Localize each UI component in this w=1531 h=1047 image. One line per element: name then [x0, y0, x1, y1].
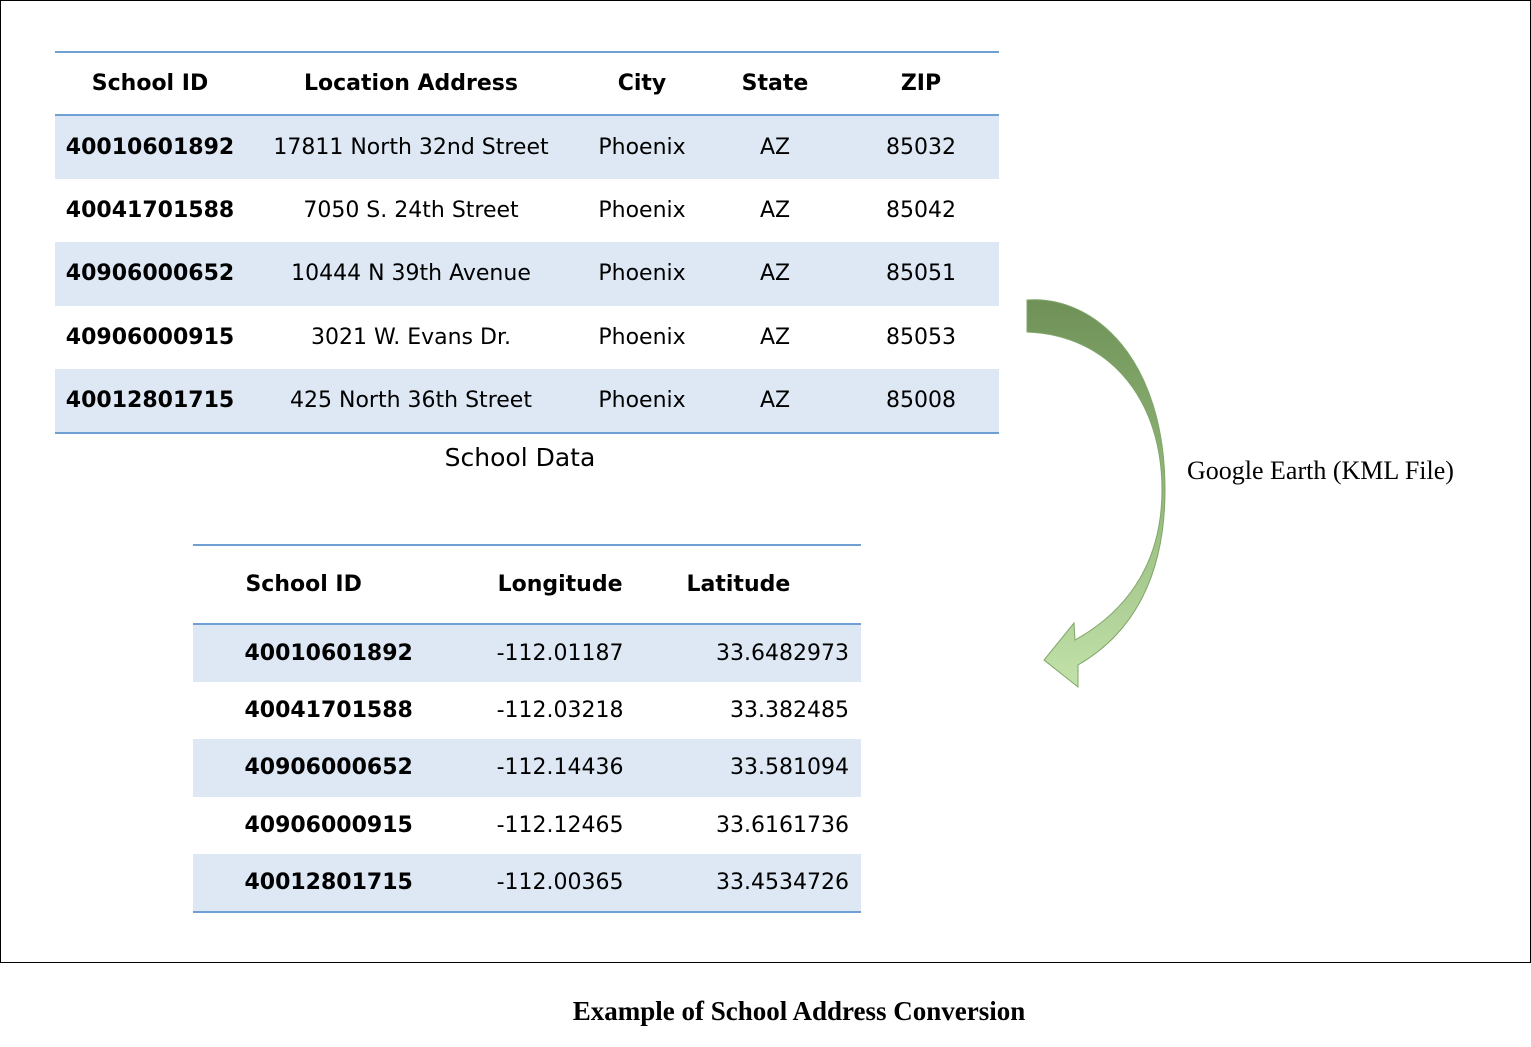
school-data-caption: School Data — [444, 443, 596, 472]
cell-school-id: 40906000915 — [244, 812, 413, 838]
table-row: 40906000652 10444 N 39th Avenue Phoenix … — [55, 242, 999, 306]
table-row: 40906000915 -112.12465 33.6161736 — [193, 796, 861, 854]
cell-city: Phoenix — [598, 197, 686, 223]
header-city: City — [617, 71, 667, 96]
cell-zip: 85008 — [886, 387, 956, 413]
cell-longitude: -112.01187 — [496, 640, 624, 666]
cell-school-id: 40906000652 — [244, 755, 413, 781]
cell-state: AZ — [759, 134, 791, 160]
table-row: 40041701588 -112.03218 33.382485 — [193, 681, 861, 739]
cell-zip: 85053 — [886, 324, 956, 350]
header-zip: ZIP — [900, 71, 942, 96]
cell-latitude: 33.581094 — [730, 755, 849, 781]
cell-longitude: -112.03218 — [496, 697, 624, 723]
cell-address: 3021 W. Evans Dr. — [311, 324, 511, 350]
cell-address: 10444 N 39th Avenue — [291, 261, 531, 287]
google-earth-label: Google Earth (KML File) — [1187, 456, 1454, 485]
cell-school-id: 40906000652 — [65, 261, 235, 287]
table-row: 40041701588 7050 S. 24th Street Phoenix … — [55, 178, 999, 242]
cell-school-id: 40012801715 — [244, 869, 413, 895]
cell-city: Phoenix — [598, 261, 686, 287]
cell-zip: 85032 — [886, 134, 956, 160]
table-header-row: School ID Longitude Latitude — [193, 545, 861, 624]
header-location-address: Location Address — [304, 71, 518, 96]
table-row: 40012801715 425 North 36th Street Phoeni… — [55, 369, 999, 433]
cell-latitude: 33.6161736 — [716, 812, 849, 838]
header-school-id: School ID — [91, 71, 209, 96]
table-header-row: School ID Location Address City State ZI… — [55, 52, 999, 115]
cell-city: Phoenix — [598, 324, 686, 350]
cell-state: AZ — [759, 324, 791, 350]
cell-address: 17811 North 32nd Street — [273, 134, 549, 160]
table-row: 40010601892 -112.01187 33.6482973 — [193, 624, 861, 682]
cell-city: Phoenix — [598, 387, 686, 413]
cell-address: 7050 S. 24th Street — [303, 197, 519, 223]
school-data-table: School ID Location Address City State ZI… — [55, 51, 999, 434]
coordinates-table: School ID Longitude Latitude 40010601892… — [193, 544, 861, 913]
cell-longitude: -112.00365 — [496, 869, 624, 895]
cell-address: 425 North 36th Street — [290, 387, 532, 413]
cell-school-id: 40010601892 — [244, 640, 413, 666]
cell-city: Phoenix — [598, 134, 686, 160]
figure-caption: Example of School Address Conversion — [572, 996, 1026, 1026]
cell-school-id: 40906000915 — [65, 324, 235, 350]
header-latitude: Latitude — [686, 572, 791, 597]
cell-school-id: 40010601892 — [65, 134, 235, 160]
cell-latitude: 33.4534726 — [716, 869, 849, 895]
cell-state: AZ — [759, 197, 791, 223]
header-longitude: Longitude — [497, 572, 623, 597]
cell-school-id: 40041701588 — [244, 697, 413, 723]
cell-longitude: -112.12465 — [496, 812, 624, 838]
table-row: 40012801715 -112.00365 33.4534726 — [193, 854, 861, 912]
header-school-id: School ID — [245, 572, 362, 597]
table-row: 40010601892 17811 North 32nd Street Phoe… — [55, 115, 999, 179]
cell-school-id: 40041701588 — [65, 197, 235, 223]
cell-latitude: 33.382485 — [730, 697, 849, 723]
cell-state: AZ — [759, 387, 791, 413]
arrow-shape — [1026, 299, 1166, 689]
table-row: 40906000652 -112.14436 33.581094 — [193, 739, 861, 797]
cell-longitude: -112.14436 — [496, 755, 624, 781]
curved-arrow-icon — [1026, 299, 1166, 689]
cell-latitude: 33.6482973 — [716, 640, 849, 666]
cell-state: AZ — [759, 261, 791, 287]
header-state: State — [741, 71, 809, 96]
cell-zip: 85051 — [886, 261, 956, 287]
table-row: 40906000915 3021 W. Evans Dr. Phoenix AZ… — [55, 305, 999, 369]
cell-zip: 85042 — [886, 197, 956, 223]
cell-school-id: 40012801715 — [65, 387, 235, 413]
